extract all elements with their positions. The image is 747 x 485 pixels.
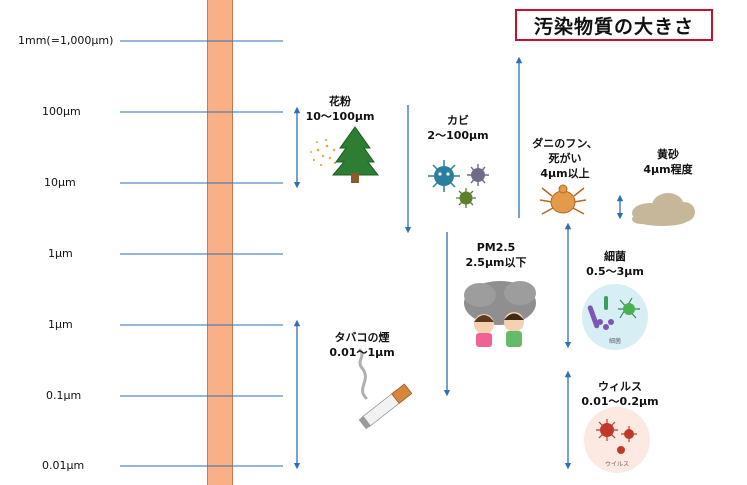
pollen-tree-icon [310,126,380,183]
scale-label-10um: 10μm [44,176,76,189]
diagram-title: 汚染物質の大きさ [515,9,713,41]
label-pm25-line-1: PM2.5 [476,241,516,254]
label-mites: ダニのフン、 死がい 4μm以上 [532,136,598,181]
label-pollen: 花粉 10〜100μm [306,94,375,124]
label-yellow-sand: 黄砂 4μm程度 [643,147,692,177]
scale-label-0-1um: 0.1μm [46,389,82,402]
scale-label-1mm: 1mm(=1,000μm) [18,34,114,47]
virus-caption: ウイルス [605,460,629,468]
mold-icon [428,160,489,208]
label-pollen-line-2: 10〜100μm [305,110,375,123]
label-virus: ウィルス 0.01〜0.2μm [581,379,658,409]
label-tobacco-line-1: タバコの煙 [334,331,390,344]
scale-label-1um-a: 1μm [48,247,73,260]
scale-label-0-01um: 0.01μm [42,459,85,472]
label-bacteria-line-1: 細菌 [603,250,626,263]
label-yellow-sand-line-2: 4μm程度 [643,163,693,176]
label-pollen-line-1: 花粉 [328,95,351,108]
label-mites-line-1: ダニのフン、 [532,137,598,150]
label-mites-line-3: 4μm以上 [540,167,590,180]
cigarette-icon [358,348,413,430]
mite-icon [539,184,587,215]
scale-gridlines [120,40,283,467]
label-yellow-sand-line-1: 黄砂 [657,148,679,161]
label-tobacco: タバコの煙 0.01〜1μm [329,330,394,360]
scale-label-1um-b: 1μm [48,318,73,331]
bacteria-icon: 細菌 [582,284,648,350]
label-tobacco-line-2: 0.01〜1μm [329,346,395,359]
scale-column [207,0,233,485]
diagram-title-text: 汚染物質の大きさ [533,15,694,38]
label-bacteria-line-2: 0.5〜3μm [586,265,644,278]
scale-label-100um: 100μm [42,105,81,118]
label-mold-line-1: カビ [446,114,469,127]
label-pm25: PM2.5 2.5μm以下 [465,240,526,270]
label-bacteria: 細菌 0.5〜3μm [586,249,644,279]
label-virus-line-2: 0.01〜0.2μm [581,395,659,408]
label-virus-line-1: ウィルス [598,380,642,393]
pm25-smog-people-icon [464,281,536,347]
label-mold: カビ 2〜100μm [427,113,488,143]
virus-icon: ウイルス [584,407,650,473]
yellow-sand-cloud-icon [632,193,695,226]
label-pm25-line-2: 2.5μm以下 [465,256,527,269]
label-mites-line-2: 死がい [548,152,582,165]
label-mold-line-2: 2〜100μm [427,129,489,142]
bacteria-caption: 細菌 [609,337,621,345]
